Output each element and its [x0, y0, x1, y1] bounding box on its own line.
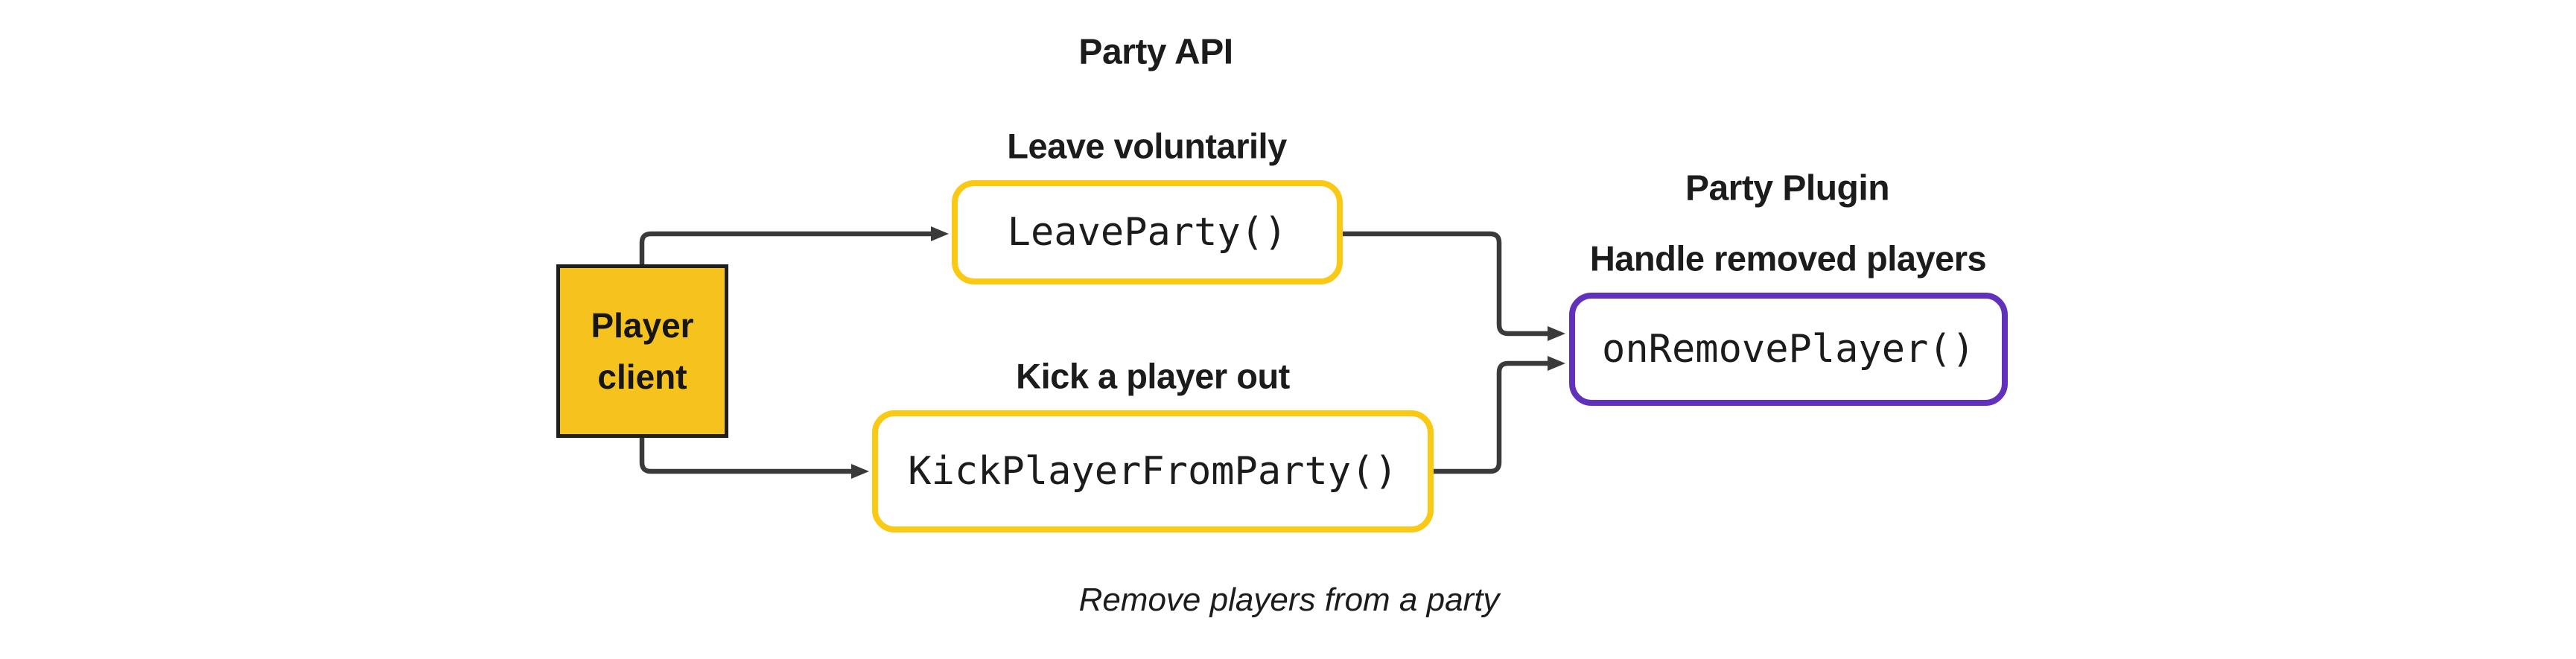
leaveparty-code: LeaveParty() [1007, 210, 1288, 255]
kickplayerfromparty-node: KickPlayerFromParty() [872, 410, 1434, 532]
kick-a-player-out-label: Kick a player out [1016, 356, 1290, 396]
leaveparty-node: LeaveParty() [952, 180, 1343, 284]
player-client-node: Player client [556, 264, 728, 438]
party-plugin-title: Party Plugin [1685, 168, 1890, 208]
leave-voluntarily-label: Leave voluntarily [1007, 126, 1287, 166]
player-client-label: Player client [591, 305, 694, 396]
party-api-title: Party API [1078, 32, 1233, 72]
onremoveplayer-code: onRemovePlayer() [1602, 327, 1975, 372]
edge-kickplayer-to-onremoveplayer [1434, 356, 1565, 474]
edge-player-client-to-leaveparty [639, 226, 949, 265]
diagram-caption: Remove players from a party [1078, 582, 1500, 618]
edge-player-client-to-kickplayer [639, 438, 869, 479]
onremoveplayer-node: onRemovePlayer() [1569, 293, 2008, 406]
edge-leaveparty-to-onremoveplayer [1343, 231, 1565, 341]
handle-removed-players-label: Handle removed players [1589, 238, 1987, 278]
kickplayerfromparty-code: KickPlayerFromParty() [908, 449, 1398, 494]
